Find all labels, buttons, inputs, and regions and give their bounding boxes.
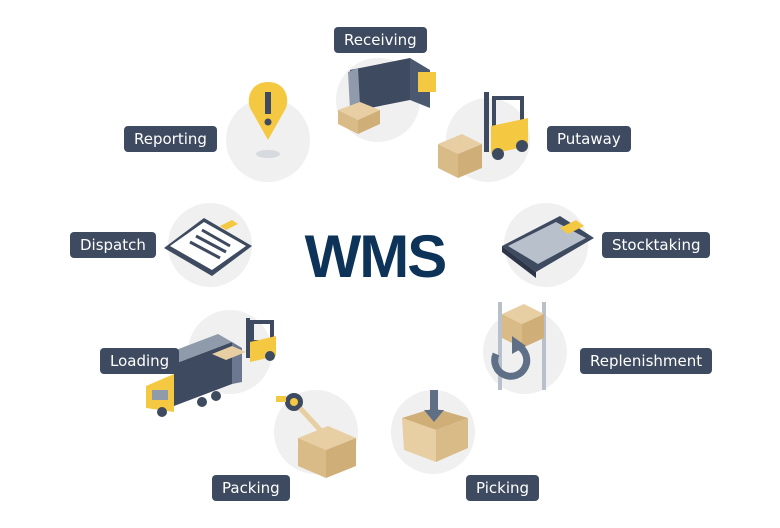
calculator-icon [502, 216, 594, 278]
step-label-replenishment: Replenishment [580, 348, 713, 374]
step-label-receiving: Receiving [334, 27, 427, 53]
truck-unloading-icon [338, 58, 436, 134]
wms-title: WMS [304, 223, 448, 290]
step-label-putaway: Putaway [547, 126, 631, 152]
step-label-dispatch: Dispatch [70, 232, 156, 258]
truck-forklift-icon [146, 318, 276, 417]
forklift-icon [438, 92, 528, 178]
tape-box-icon [276, 393, 356, 478]
step-label-packing: Packing [212, 475, 290, 501]
step-label-stocktaking: Stocktaking [602, 232, 711, 258]
step-label-reporting: Reporting [124, 126, 217, 152]
shelf-refresh-icon [491, 302, 546, 390]
document-icon [164, 218, 252, 276]
box-arrow-down-icon [402, 390, 468, 462]
alert-pin-icon [248, 82, 288, 158]
step-label-picking: Picking [466, 475, 540, 501]
step-label-loading: Loading [100, 348, 180, 374]
